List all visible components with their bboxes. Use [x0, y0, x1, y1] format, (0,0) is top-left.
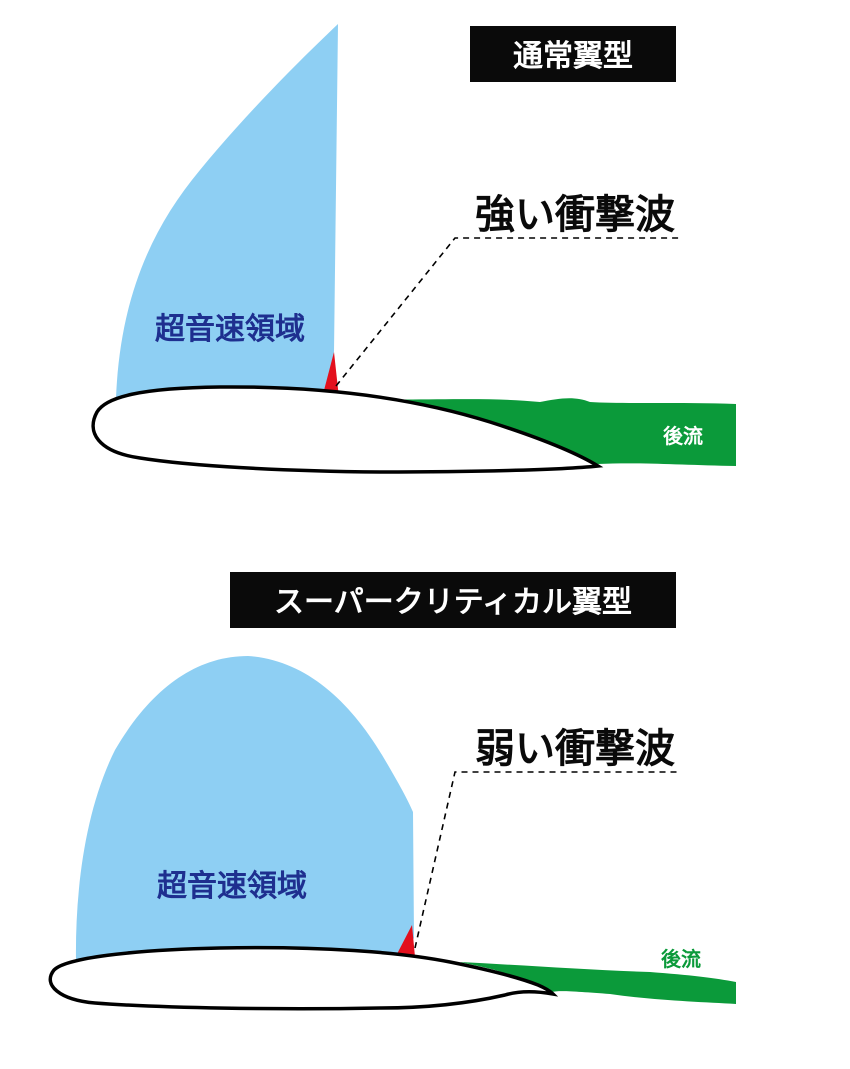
- title-box: [230, 572, 676, 628]
- panel-title: スーパークリティカル翼型: [274, 585, 632, 620]
- shock-leader-line: [414, 771, 680, 949]
- supersonic-region-label: 超音速領域: [155, 312, 305, 347]
- panel-conventional: 通常翼型 強い衝撃波 超音速領域 後流: [91, 24, 736, 474]
- supersonic-region: [116, 24, 338, 398]
- panel-supercritical: スーパークリティカル翼型 弱い衝撃波 超音速領域 後流: [48, 572, 736, 1011]
- shock-wave: [322, 352, 339, 398]
- wake-label: 後流: [663, 424, 703, 448]
- wake-region: [460, 962, 736, 1004]
- panel-title: 通常翼型: [513, 39, 633, 74]
- supersonic-region-label: 超音速領域: [157, 869, 307, 904]
- wake-label: 後流: [661, 947, 701, 971]
- shock-leader-line: [335, 237, 680, 387]
- shock-label: 強い衝撃波: [475, 192, 675, 238]
- title-box: [470, 26, 676, 82]
- shock-wave: [397, 925, 415, 957]
- shock-label: 弱い衝撃波: [475, 726, 675, 772]
- airfoil-conventional: [91, 385, 604, 474]
- supersonic-region: [75, 656, 414, 962]
- airfoil-supercritical: [48, 945, 559, 1011]
